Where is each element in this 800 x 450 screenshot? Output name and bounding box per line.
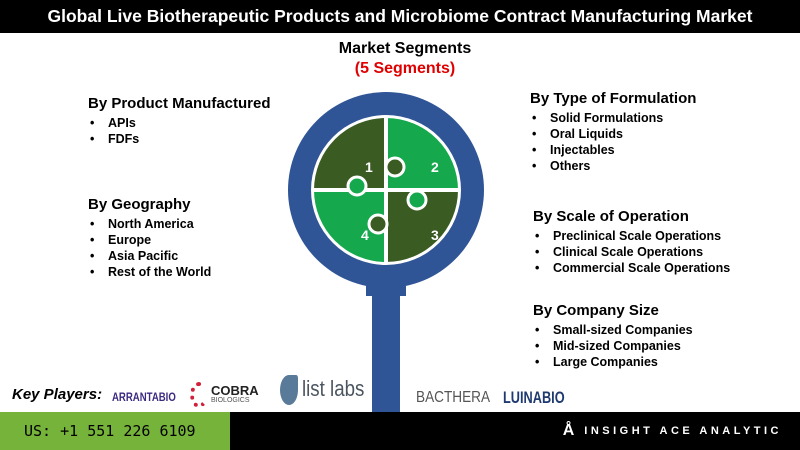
segments-count: (5 Segments) xyxy=(354,60,456,77)
list-item: •Rest of the World xyxy=(90,265,212,279)
logo-cobra: COBRA xyxy=(211,383,259,398)
segment-formulation: By Type of Formulation •Solid Formulatio… xyxy=(530,90,696,174)
title-bar: Global Live Biotherapeutic Products and … xyxy=(0,0,800,33)
key-players-label: Key Players: xyxy=(12,386,103,403)
logo-list-labs: list labs xyxy=(302,376,365,401)
segment-scale-of-operation: By Scale of Operation •Preclinical Scale… xyxy=(533,208,730,276)
phone-number: US: +1 551 226 6109 xyxy=(24,422,196,440)
insight-ace-logo-icon: Å xyxy=(562,422,575,439)
logo-luinabio: LUINABIO xyxy=(503,388,565,407)
segment-heading: By Scale of Operation xyxy=(533,208,689,225)
segment-heading: By Company Size xyxy=(533,302,659,319)
list-item: •Clinical Scale Operations xyxy=(535,245,704,259)
footer-phone-bar: US: +1 551 226 6109 xyxy=(0,412,230,450)
puzzle-number-4: 4 xyxy=(361,227,369,243)
list-item: •North America xyxy=(90,217,194,231)
list-item: •APIs xyxy=(90,116,136,130)
list-labs-logo-icon xyxy=(280,375,298,405)
list-item: •Small-sized Companies xyxy=(535,323,693,337)
puzzle-number-3: 3 xyxy=(431,227,439,243)
list-item: •Oral Liquids xyxy=(532,127,623,141)
segment-heading: By Product Manufactured xyxy=(88,95,271,112)
list-item: •FDFs xyxy=(90,132,140,146)
segment-heading: By Type of Formulation xyxy=(530,90,697,107)
list-item: •Solid Formulations xyxy=(532,111,664,125)
footer-brand-bar: Å INSIGHT ACE ANALYTIC xyxy=(230,412,800,450)
brand-name: INSIGHT ACE ANALYTIC xyxy=(584,425,782,437)
segments-title: Market Segments xyxy=(338,40,472,57)
segment-heading: By Geography xyxy=(88,196,191,213)
logo-cobra-sub: BIOLOGICS xyxy=(211,397,250,404)
list-item: •Large Companies xyxy=(535,355,658,369)
magnifier-handle xyxy=(372,280,400,412)
list-item: •Preclinical Scale Operations xyxy=(535,229,722,243)
puzzle-number-2: 2 xyxy=(431,159,439,175)
list-item: •Mid-sized Companies xyxy=(535,339,681,353)
segment-product-manufactured: By Product Manufactured •APIs •FDFs xyxy=(88,95,271,147)
logo-arrantabio: ARRANTABIO xyxy=(112,390,176,404)
puzzle-number-1: 1 xyxy=(365,159,373,175)
segment-company-size: By Company Size •Small-sized Companies •… xyxy=(533,302,693,370)
list-item: •Others xyxy=(532,159,591,173)
list-item: •Injectables xyxy=(532,143,615,157)
list-item: •Europe xyxy=(90,233,152,247)
page-title: Global Live Biotherapeutic Products and … xyxy=(47,6,753,26)
list-item: •Asia Pacific xyxy=(90,249,179,263)
list-item: •Commercial Scale Operations xyxy=(535,261,731,275)
logo-bacthera: BACTHERA xyxy=(416,389,491,406)
cobra-logo-icon xyxy=(190,382,208,408)
segment-geography: By Geography •North America •Europe •Asi… xyxy=(88,196,211,280)
